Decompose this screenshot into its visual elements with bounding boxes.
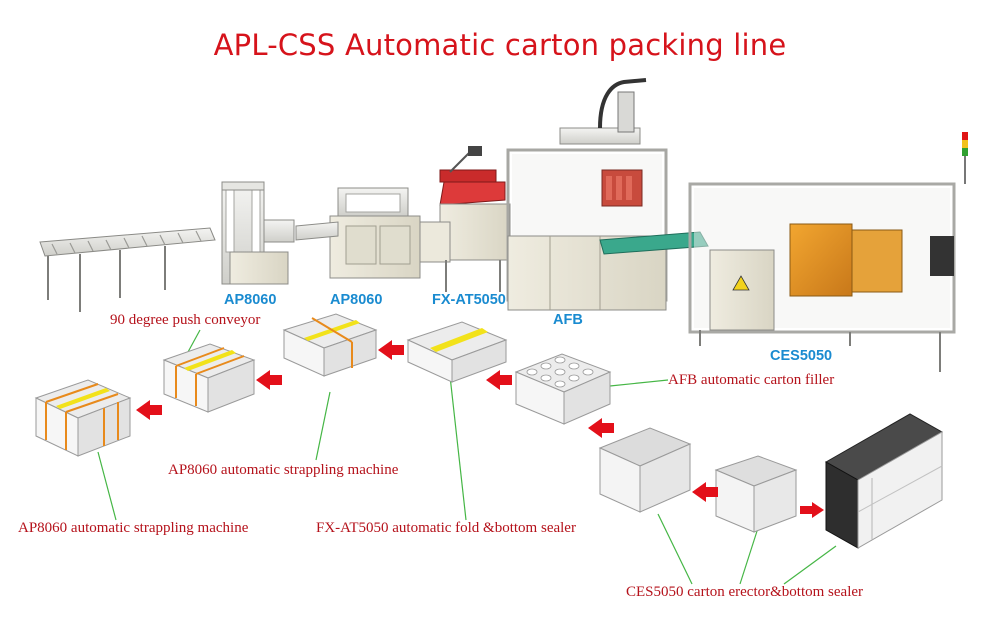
carton-stage-strapped-final — [34, 379, 132, 457]
carton-filler-robot — [506, 78, 709, 311]
caption-strapping-1: AP8060 automatic strappling machine — [168, 462, 399, 478]
machine-label-ap8060-2: AP8060 — [330, 292, 383, 308]
fold-bottom-sealer — [419, 146, 511, 292]
bottle-icon — [526, 356, 594, 388]
carton-stage-flat-stack — [824, 413, 944, 549]
red-flow-arrow-icon — [256, 370, 282, 390]
strapping-machine-1 — [221, 181, 295, 285]
page-title: APL-CSS Automatic carton packing line — [213, 28, 787, 62]
machine-label-fx-at5050: FX-AT5050 — [432, 292, 506, 308]
red-flow-arrow-icon — [136, 400, 162, 420]
leader-lines — [97, 329, 837, 585]
carton-stage-open — [598, 427, 692, 513]
machine-label-afb: AFB — [553, 312, 583, 328]
roller-conveyor — [39, 227, 216, 312]
signal-tower-icon — [962, 132, 968, 184]
caption-push-conveyor: 90 degree push conveyor — [110, 312, 261, 328]
caption-afb-filler: AFB automatic carton filler — [668, 372, 835, 388]
carton-stage-strapped-2 — [162, 343, 256, 413]
caption-fold-sealer: FX-AT5050 automatic fold &bottom sealer — [316, 520, 576, 536]
red-flow-arrow-icon — [800, 502, 824, 518]
carton-stage-erected — [714, 455, 798, 533]
caption-strapping-2: AP8060 automatic strappling machine — [18, 520, 249, 536]
machine-label-ces5050: CES5050 — [770, 348, 833, 364]
carton-stage-strapped-1 — [282, 313, 378, 377]
carton-erector — [688, 132, 968, 372]
machine-label-ap8060-1: AP8060 — [224, 292, 277, 308]
carton-stage-filled — [514, 353, 612, 425]
red-flow-arrow-icon — [486, 370, 512, 390]
carton-stage-sealed — [406, 321, 508, 383]
flow-arrows — [136, 340, 824, 518]
red-flow-arrow-icon — [378, 340, 404, 360]
red-flow-arrow-icon — [588, 418, 614, 438]
caption-erector: CES5050 carton erector&bottom sealer — [626, 584, 864, 600]
red-flow-arrow-icon — [692, 482, 718, 502]
strapping-machine-2 — [295, 187, 421, 279]
